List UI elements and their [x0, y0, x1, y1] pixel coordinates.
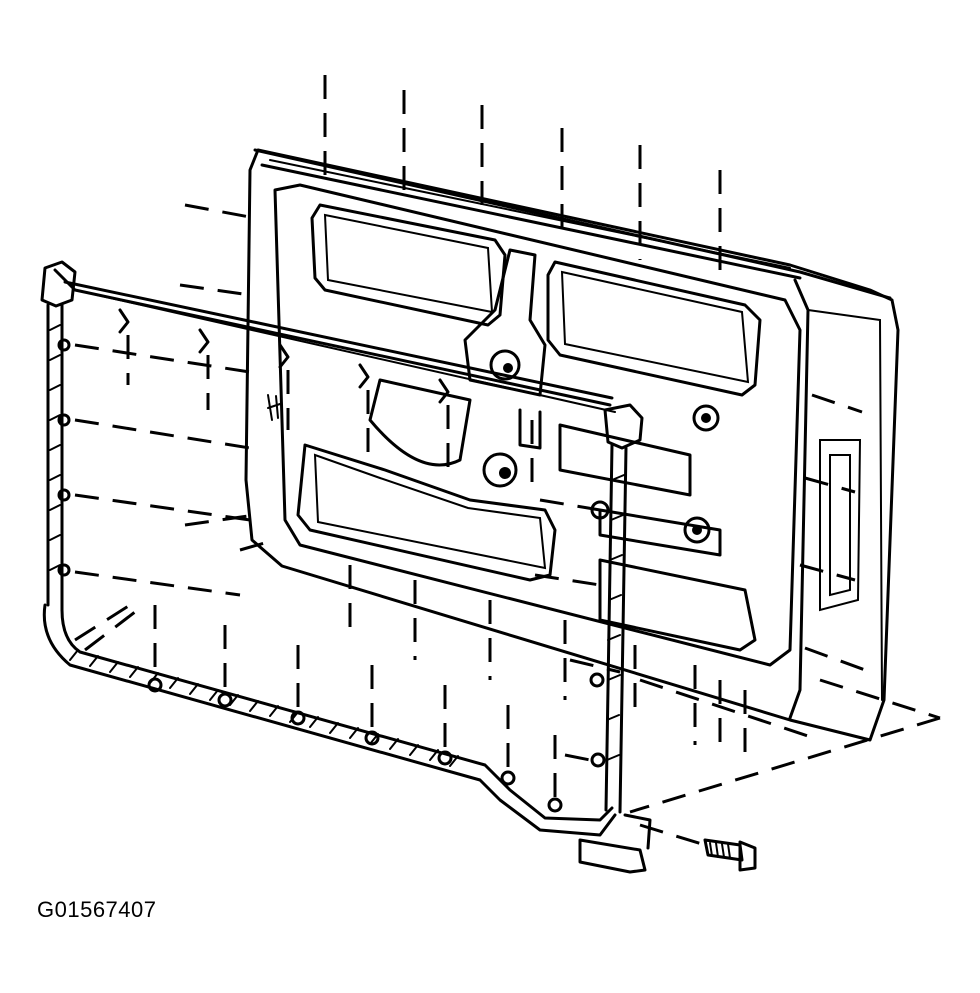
- lower-left-access-hole: [296, 378, 557, 582]
- door-inner-panel: [244, 148, 900, 742]
- upper-right-access-hole: [546, 260, 762, 397]
- mounting-screw: [703, 838, 757, 872]
- panel-marking: [267, 394, 281, 421]
- figure-id-label: G01567407: [37, 897, 157, 922]
- seal-fasteners: [57, 308, 610, 813]
- lower-right-features: [518, 404, 757, 652]
- upper-left-access-hole: [310, 203, 507, 327]
- exploded-view-lines: [74, 75, 941, 847]
